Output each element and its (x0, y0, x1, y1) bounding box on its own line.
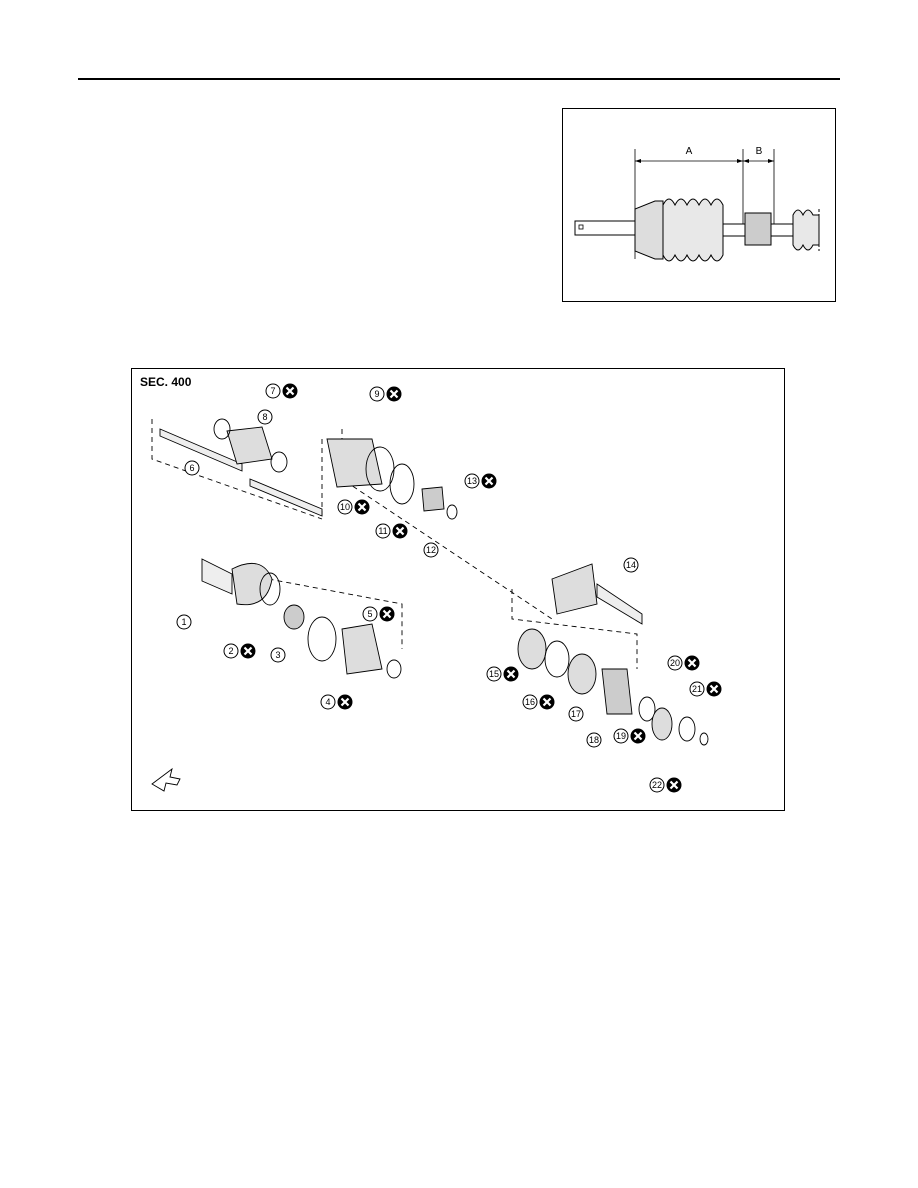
callout-number-17: 17 (571, 709, 581, 719)
callout-circle-3 (270, 647, 286, 663)
callout-circle-1 (176, 614, 192, 630)
callout-number-13: 13 (467, 476, 477, 486)
callout-number-21: 21 (692, 684, 702, 694)
callout-number-18: 18 (589, 735, 599, 745)
callout-circle-6 (184, 460, 200, 476)
callout-circle-5 (362, 606, 378, 622)
replace-x-mark (506, 669, 516, 679)
replace-x-mark (389, 389, 399, 399)
callout-circle-18 (586, 732, 602, 748)
dimension-a-label: A (686, 146, 693, 157)
callout-number-6: 6 (189, 463, 194, 473)
replace-x-mark (542, 697, 552, 707)
callout-number-9: 9 (374, 389, 379, 399)
header-rule (78, 78, 840, 80)
callout-circle-4 (320, 694, 336, 710)
dimension-b-label: B (756, 146, 763, 157)
callout-number-2: 2 (228, 646, 233, 656)
callout-number-22: 22 (652, 780, 662, 790)
callout-circle-17 (568, 706, 584, 722)
replace-x-mark (382, 609, 392, 619)
replace-x-mark (285, 386, 295, 396)
replace-x-mark (243, 646, 253, 656)
callout-circle-21 (689, 681, 705, 697)
callout-circle-19 (613, 728, 629, 744)
exploded-view-figure: SEC. 400 (131, 368, 785, 811)
callout-circle-10 (337, 499, 353, 515)
callout-circle-14 (623, 557, 639, 573)
replace-x-mark (484, 476, 494, 486)
callout-circle-13 (464, 473, 480, 489)
callout-number-4: 4 (325, 697, 330, 707)
callout-circle-8 (257, 409, 273, 425)
callout-circle-2 (223, 643, 239, 659)
callout-number-16: 16 (525, 697, 535, 707)
dimension-figure: A B (562, 108, 836, 302)
callout-number-3: 3 (275, 650, 280, 660)
replace-x-mark (340, 697, 350, 707)
section-label: SEC. 400 (140, 375, 192, 389)
replace-x-mark (709, 684, 719, 694)
callout-number-11: 11 (378, 526, 387, 536)
callout-circle-20 (667, 655, 683, 671)
callout-circle-12 (423, 542, 439, 558)
callout-number-10: 10 (340, 502, 350, 512)
callout-number-19: 19 (616, 731, 626, 741)
callout-circle-16 (522, 694, 538, 710)
callout-number-1: 1 (181, 617, 186, 627)
callout-number-7: 7 (270, 386, 275, 396)
callout-circle-22 (649, 777, 665, 793)
callout-circle-9 (369, 386, 385, 402)
callout-number-12: 12 (426, 545, 436, 555)
replace-x-mark (669, 780, 679, 790)
callout-number-5: 5 (367, 609, 372, 619)
callout-circle-11 (375, 523, 391, 539)
replace-x-mark (395, 526, 405, 536)
callout-number-14: 14 (626, 560, 636, 570)
callout-circle-15 (486, 666, 502, 682)
callout-number-20: 20 (670, 658, 680, 668)
replace-x-mark (357, 502, 367, 512)
replace-x-mark (687, 658, 697, 668)
callout-circle-7 (265, 383, 281, 399)
callout-number-15: 15 (489, 669, 499, 679)
replace-x-mark (633, 731, 643, 741)
callout-number-8: 8 (262, 412, 267, 422)
drive-shaft-drawing: A B (574, 146, 820, 262)
